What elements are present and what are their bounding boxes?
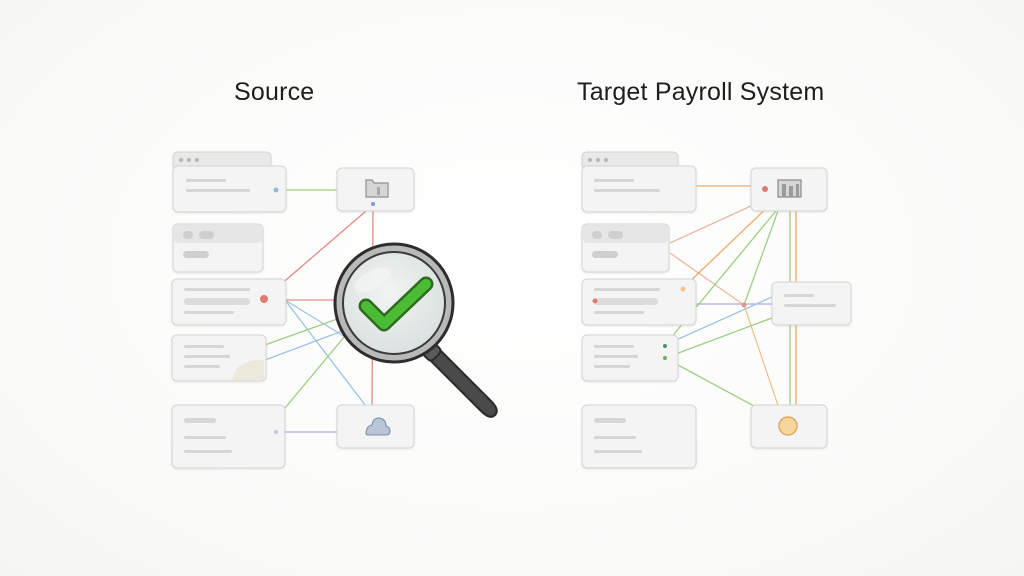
magnifier-check-icon <box>333 242 498 418</box>
port <box>663 356 667 360</box>
port <box>592 298 598 304</box>
link <box>264 329 346 361</box>
link <box>284 329 351 409</box>
link <box>264 317 341 346</box>
link <box>669 252 745 306</box>
source-panel <box>171 151 498 469</box>
port <box>273 187 279 193</box>
port <box>260 295 268 303</box>
source-title: Source <box>234 78 315 106</box>
cloud-icon <box>365 417 391 436</box>
link <box>682 199 776 289</box>
target-title: Target Payroll System <box>577 78 825 106</box>
target-panel <box>581 151 852 469</box>
port <box>680 286 686 292</box>
port <box>762 186 768 192</box>
link <box>664 317 773 359</box>
link <box>743 196 784 306</box>
port <box>274 430 278 434</box>
target-node-middle <box>771 281 852 326</box>
link <box>284 299 376 419</box>
port <box>371 202 375 206</box>
folder-icon <box>365 179 389 198</box>
link <box>284 299 351 341</box>
port <box>741 302 747 308</box>
status-circle-icon <box>778 416 798 436</box>
link <box>664 296 773 346</box>
port <box>663 344 667 348</box>
building-icon <box>777 179 802 198</box>
link <box>743 304 784 421</box>
target-card-1 <box>581 151 697 213</box>
